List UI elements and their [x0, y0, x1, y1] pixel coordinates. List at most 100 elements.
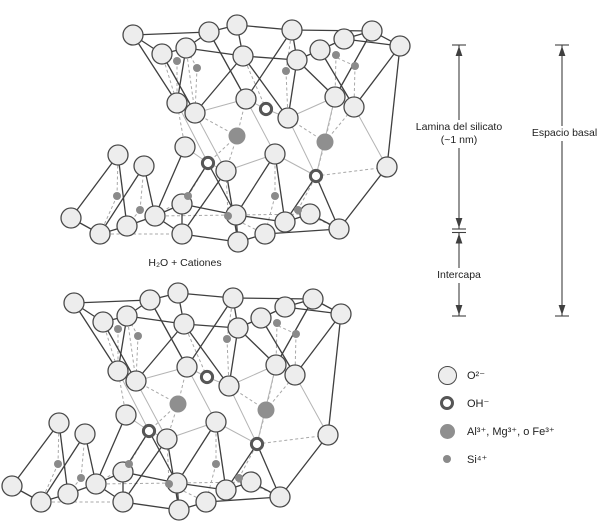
atom-oxygen — [122, 24, 144, 46]
atom-oxygen — [107, 360, 129, 382]
atom-oxygen — [63, 292, 85, 314]
atom-oxygen — [222, 287, 244, 309]
bond — [117, 154, 128, 227]
lamina-label-line1: Lamina del silicato — [415, 121, 503, 133]
atom-hydroxyl — [141, 423, 157, 439]
arrow-down-icon — [558, 305, 566, 315]
bond — [161, 53, 196, 114]
atom-oxygen — [156, 428, 178, 450]
atom-hydroxyl — [200, 155, 216, 171]
atom-oxygen — [309, 39, 331, 61]
legend-item-cation: Al³⁺, Mg³⁺, o Fe³⁺ — [434, 417, 555, 445]
oh-icon — [440, 396, 454, 410]
bond — [194, 112, 227, 172]
atom-oxygen — [57, 483, 79, 505]
bond — [208, 31, 247, 100]
atom-oxygen — [48, 412, 70, 434]
arrow-up-icon — [558, 46, 566, 56]
atom-oxygen — [139, 289, 161, 311]
atom-oxygen — [227, 231, 249, 253]
atom-silicon — [351, 62, 359, 70]
legend-item-hydroxyl: OH⁻ — [434, 389, 555, 417]
legend-label-silicon: Si⁴⁺ — [467, 453, 488, 466]
bond — [135, 323, 185, 382]
arrow-down-icon — [455, 218, 463, 228]
atom-oxygen — [361, 20, 383, 42]
bond — [186, 297, 234, 368]
bond — [232, 297, 314, 300]
atom-oxygen — [240, 471, 262, 493]
atom-silicon — [273, 319, 281, 327]
atom-silicon — [114, 325, 122, 333]
arrow-down-icon — [455, 305, 463, 315]
atom-cation — [257, 401, 275, 419]
bond — [135, 335, 139, 382]
atom-silicon — [292, 330, 300, 338]
atom-oxygen — [176, 356, 198, 378]
atom-oxygen — [1, 475, 23, 497]
atom-oxygen — [85, 473, 107, 495]
atom-oxygen — [184, 102, 206, 124]
bond — [102, 321, 137, 382]
bond — [73, 302, 119, 372]
bond — [181, 170, 227, 235]
atom-hydroxyl — [199, 369, 215, 385]
atom-silicon — [134, 332, 142, 340]
bond — [235, 153, 276, 216]
cation-icon — [439, 423, 455, 439]
atom-oxygen — [74, 423, 96, 445]
atom-oxygen — [265, 354, 287, 376]
bond — [205, 496, 281, 503]
bond — [294, 374, 329, 436]
bond — [256, 434, 329, 445]
atom-oxygen — [227, 317, 249, 339]
bond — [135, 380, 168, 440]
bond — [176, 102, 209, 164]
atom-silicon — [54, 460, 62, 468]
atom-oxygen — [151, 43, 173, 65]
atom-oxygen — [264, 143, 286, 165]
atom-silicon — [223, 335, 231, 343]
bond — [297, 175, 317, 211]
atom-silicon — [125, 460, 133, 468]
bond — [149, 299, 188, 368]
bond — [205, 463, 217, 503]
bond — [194, 55, 244, 114]
bond — [40, 433, 86, 503]
atom-hydroxyl — [308, 168, 324, 184]
lamina-label: Lamina del silicato (~1 nm) — [404, 120, 514, 148]
atom-oxygen — [299, 203, 321, 225]
atom-oxygen — [333, 28, 355, 50]
atom-oxygen — [125, 370, 147, 392]
espacio-basal-label: Espacio basal — [522, 126, 600, 141]
atom-hydroxyl — [249, 436, 265, 452]
atom-cation — [228, 127, 246, 145]
dimension-lines — [452, 44, 569, 317]
atom-oxygen — [281, 19, 303, 41]
bond — [58, 422, 69, 495]
bond — [279, 434, 329, 498]
bond — [315, 166, 388, 177]
si-icon — [443, 455, 451, 463]
bond — [264, 195, 276, 235]
bond — [242, 55, 267, 110]
atom-silicon — [224, 212, 232, 220]
atom-oxygen — [198, 21, 220, 43]
atom-oxygen — [269, 486, 291, 508]
arrow-up-icon — [455, 46, 463, 56]
bond — [183, 323, 208, 378]
atom-oxygen — [92, 311, 114, 333]
atom-oxygen — [376, 156, 398, 178]
upper-silicate-layer — [60, 14, 411, 253]
atom-oxygen — [317, 424, 339, 446]
bond — [176, 421, 217, 484]
atom-oxygen — [250, 307, 272, 329]
bond — [386, 45, 401, 168]
atom-oxygen — [173, 313, 195, 335]
bond — [183, 323, 230, 387]
atom-oxygen — [133, 155, 155, 177]
legend-item-silicon: Si⁴⁺ — [434, 445, 555, 473]
lower-silicate-layer — [1, 282, 352, 521]
espacio-basal-dimension — [555, 44, 569, 317]
atom-silicon — [282, 67, 290, 75]
